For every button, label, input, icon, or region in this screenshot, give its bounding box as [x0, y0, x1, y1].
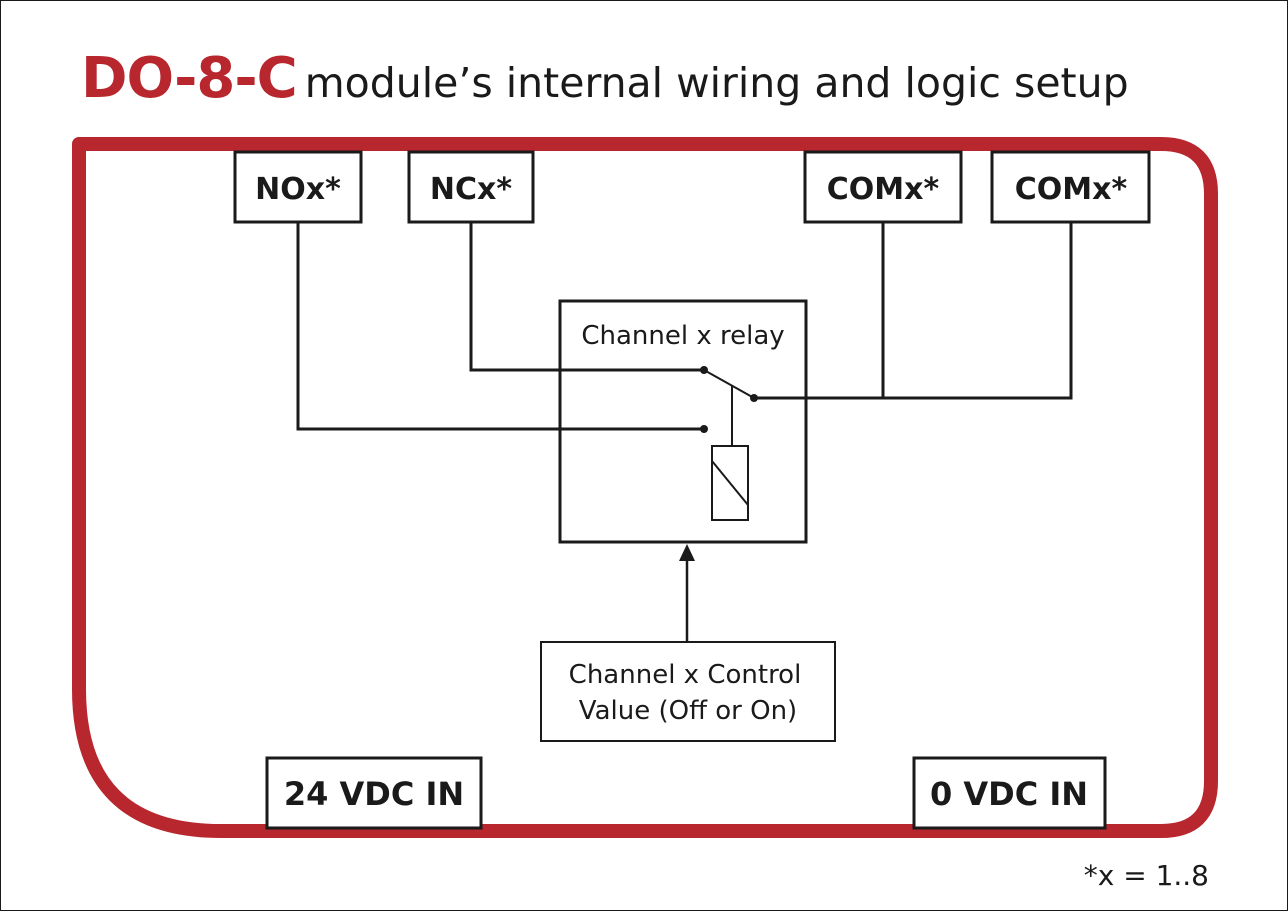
terminal-24vdc: 24 VDC IN [265, 756, 483, 830]
terminal-com-2-label: COMx* [1015, 172, 1128, 207]
relay-coil [711, 445, 749, 521]
footnote: *x = 1..8 [1083, 859, 1209, 892]
relay-switch [700, 366, 758, 446]
terminal-no: NOx* [233, 150, 363, 224]
relay-box: Channel x relay [558, 299, 808, 544]
relay-label: Channel x relay [581, 321, 784, 351]
model-name: DO-8-C [81, 46, 298, 111]
wire-nc [469, 222, 704, 372]
terminal-com-2: COMx* [990, 150, 1151, 224]
wire-no [296, 222, 704, 431]
title-description: module’s internal wiring and logic setup [304, 59, 1129, 107]
wire-com [754, 222, 1073, 400]
control-box: Channel x Control Value (Off or On) [540, 641, 836, 742]
terminal-24vdc-label: 24 VDC IN [284, 775, 464, 813]
terminal-0vdc: 0 VDC IN [912, 756, 1107, 830]
control-arrow [679, 544, 695, 641]
wires [296, 222, 1073, 431]
terminal-com-1-label: COMx* [827, 172, 940, 207]
terminal-nc-label: NCx* [430, 172, 512, 207]
control-label-line2: Value (Off or On) [579, 696, 797, 726]
terminal-com-1: COMx* [803, 150, 963, 224]
control-label-line1: Channel x Control [569, 660, 802, 690]
terminal-no-label: NOx* [255, 172, 341, 207]
terminal-nc: NCx* [407, 150, 535, 224]
module-outline [72, 137, 1218, 838]
terminal-0vdc-label: 0 VDC IN [930, 775, 1088, 813]
